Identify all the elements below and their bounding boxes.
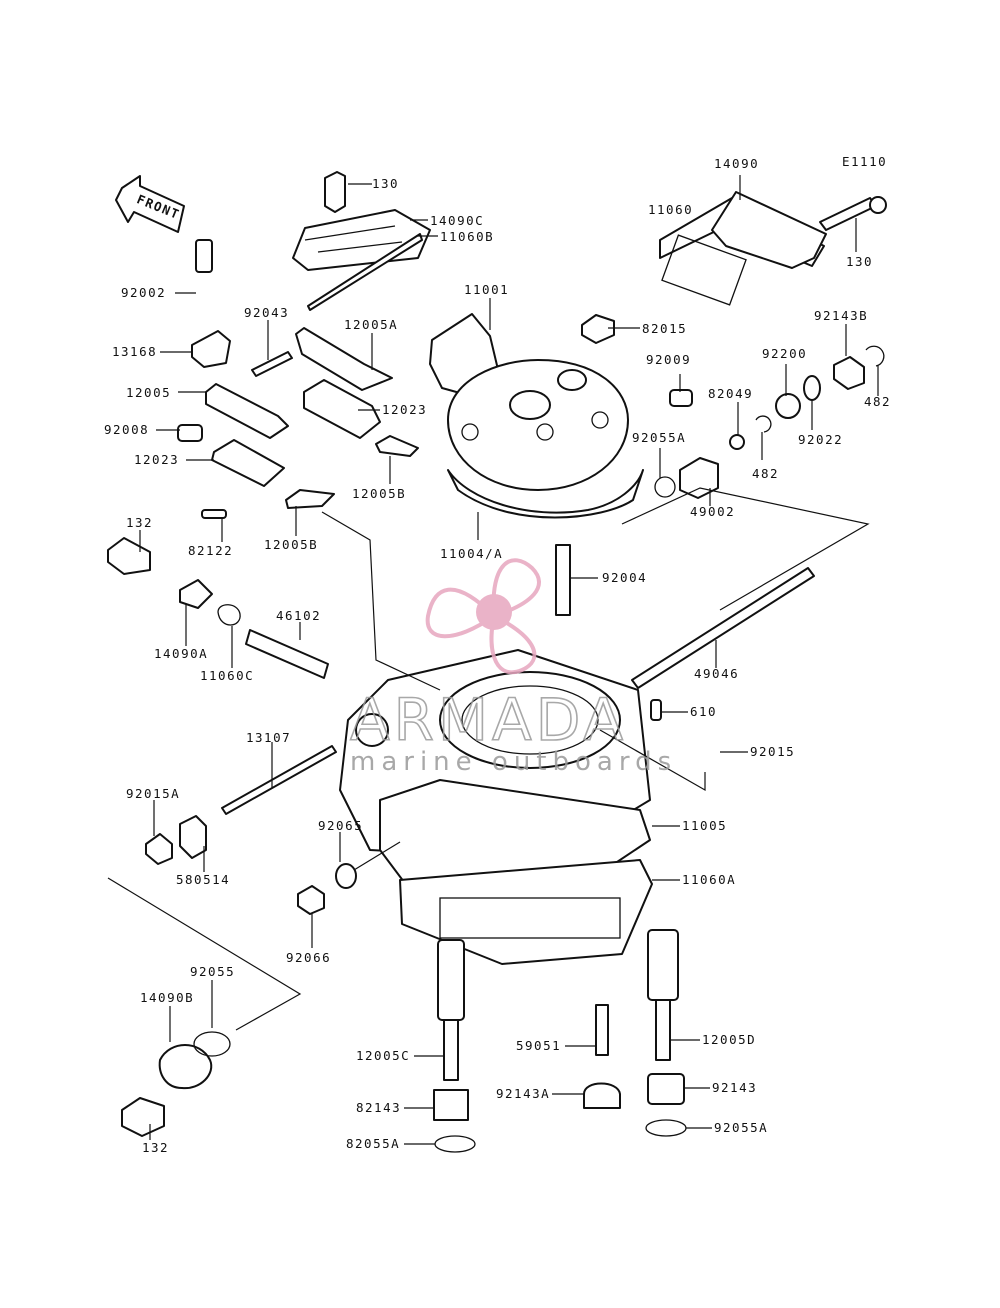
upper-right-parts — [581, 191, 887, 499]
label-132-bottom: 132 — [142, 1140, 169, 1155]
label-482-b: 482 — [752, 466, 779, 481]
label-12005b-a: 12005B — [352, 486, 406, 501]
label-92015a: 92015A — [126, 786, 180, 801]
label-92065: 92065 — [318, 818, 363, 833]
label-11060b: 11060B — [440, 229, 494, 244]
bottom-left-parts — [121, 1031, 231, 1137]
label-130-right: 130 — [846, 254, 873, 269]
watermark-logo: ARMADA marine outboards — [349, 558, 677, 777]
label-92055a-top: 92055A — [632, 430, 686, 445]
front-arrow-icon: FRONT — [115, 175, 185, 233]
label-82143: 82143 — [356, 1100, 401, 1115]
label-13107: 13107 — [246, 730, 291, 745]
label-59051: 59051 — [516, 1038, 561, 1053]
label-130-top: 130 — [372, 176, 399, 191]
label-92002: 92002 — [121, 285, 166, 300]
label-482-a: 482 — [864, 394, 891, 409]
label-12005b-b: 12005B — [264, 537, 318, 552]
head-cover-14090c — [292, 171, 431, 311]
label-580514: 580514 — [176, 872, 230, 887]
label-12005c: 12005C — [356, 1048, 410, 1063]
label-13168: 13168 — [112, 344, 157, 359]
label-11060: 11060 — [648, 202, 693, 217]
label-92055a-bottom: 92055A — [714, 1120, 768, 1135]
label-92143a: 92143A — [496, 1086, 550, 1101]
label-14090c: 14090C — [430, 213, 484, 228]
cylinder-head-11001 — [429, 313, 644, 519]
label-11004a: 11004/A — [440, 546, 503, 561]
label-92043: 92043 — [244, 305, 289, 320]
label-12005: 12005 — [126, 385, 171, 400]
label-49002: 49002 — [690, 504, 735, 519]
label-132-top: 132 — [126, 515, 153, 530]
label-82049: 82049 — [708, 386, 753, 401]
label-11060a: 11060A — [682, 872, 736, 887]
studs-and-rods — [555, 544, 815, 721]
part-labels: 130 14090C 11060B 92002 13168 92043 1200… — [104, 156, 891, 1155]
label-49046: 49046 — [694, 666, 739, 681]
label-12005a: 12005A — [344, 317, 398, 332]
label-92066: 92066 — [286, 950, 331, 965]
label-92009: 92009 — [646, 352, 691, 367]
label-12023-b: 12023 — [134, 452, 179, 467]
label-82015: 82015 — [642, 321, 687, 336]
cylinder-block-11005 — [339, 649, 653, 965]
watermark-tagline: marine outboards — [350, 747, 677, 777]
label-12005d: 12005D — [702, 1032, 756, 1047]
propeller-icon — [425, 558, 541, 675]
label-12023-a: 12023 — [382, 402, 427, 417]
label-11005: 11005 — [682, 818, 727, 833]
label-14090a: 14090A — [154, 646, 208, 661]
left-brackets — [177, 239, 419, 519]
label-92022: 92022 — [798, 432, 843, 447]
label-46102: 46102 — [276, 608, 321, 623]
label-11060c: 11060C — [200, 668, 254, 683]
label-92015-right: 92015 — [750, 744, 795, 759]
label-92143b: 92143B — [814, 308, 868, 323]
label-14090: 14090 — [714, 156, 759, 171]
label-14090b: 14090B — [140, 990, 194, 1005]
label-92055: 92055 — [190, 964, 235, 979]
label-92004: 92004 — [602, 570, 647, 585]
label-92008: 92008 — [104, 422, 149, 437]
label-92143: 92143 — [712, 1080, 757, 1095]
label-82122: 82122 — [188, 543, 233, 558]
diagram-code: E1110 — [842, 154, 887, 169]
label-82055a: 82055A — [346, 1136, 400, 1151]
label-92200: 92200 — [762, 346, 807, 361]
label-11001: 11001 — [464, 282, 509, 297]
watermark-brand: ARMADA — [350, 686, 627, 754]
left-mid-parts — [107, 537, 357, 915]
leader-lines — [107, 175, 879, 1145]
label-610: 610 — [690, 704, 717, 719]
